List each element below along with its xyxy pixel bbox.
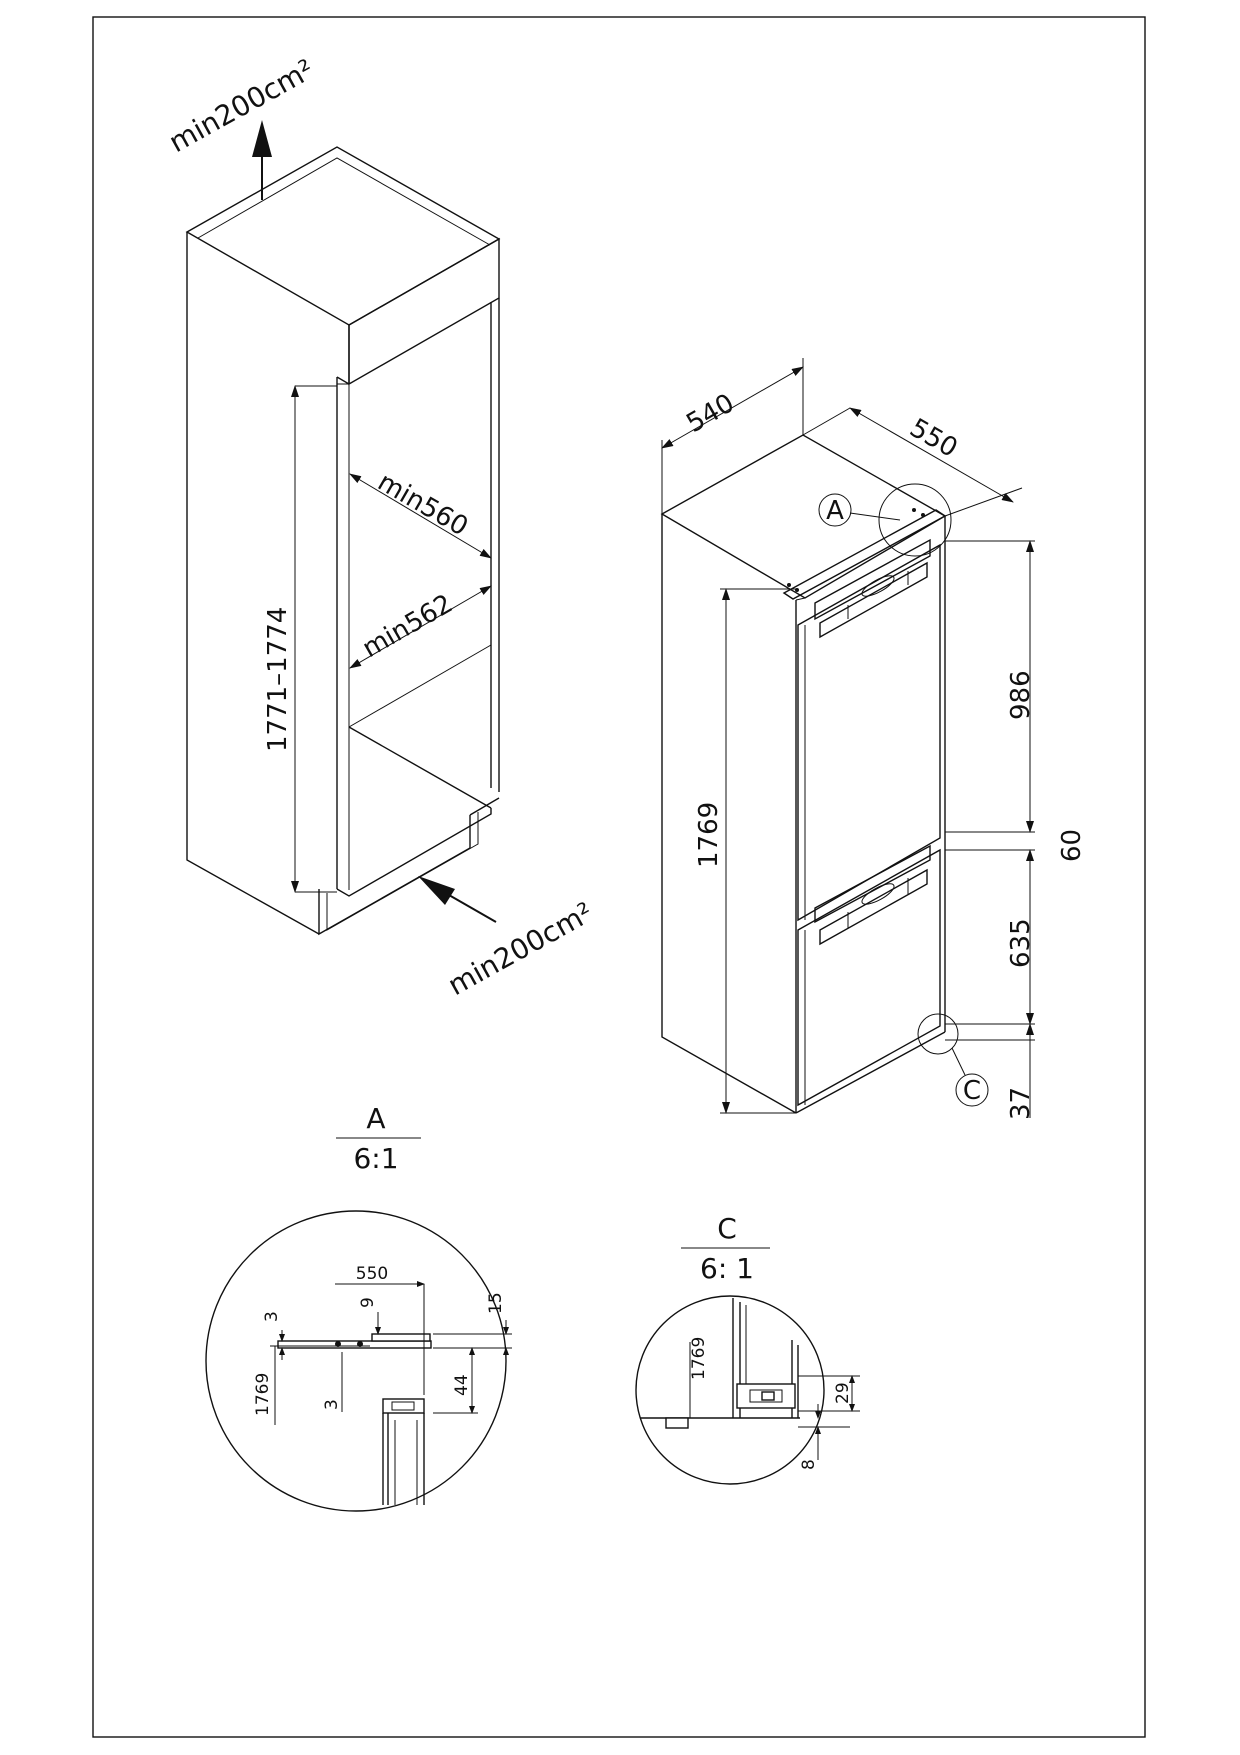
detail-a-scale: 6:1 [353, 1142, 398, 1175]
detail-a-title: A [366, 1102, 385, 1135]
niche-cabinet [185, 146, 501, 936]
appliance-width-dimension [802, 407, 1023, 517]
detail-c-8: 8 [799, 1459, 819, 1470]
upper-hinge-label: 986 [1006, 670, 1036, 720]
right-dimension-chain [945, 540, 1035, 1118]
vent-top-arrow [252, 120, 272, 200]
callout-c-circle [917, 1013, 959, 1055]
detail-a-15: 15 [486, 1292, 506, 1314]
bottom-label: 37 [1006, 1087, 1036, 1120]
appliance-height-dimension [720, 588, 796, 1114]
detail-a-view [205, 1210, 512, 1512]
detail-a-44: 44 [452, 1374, 472, 1396]
niche-height-label: 1771–1774 [263, 607, 293, 752]
niche-height-dimension [291, 385, 337, 893]
detail-a-1769: 1769 [253, 1373, 273, 1416]
detail-c-29: 29 [833, 1382, 853, 1404]
gap-label: 60 [1057, 829, 1087, 862]
vent-bottom-label: min200cm² [442, 896, 598, 1003]
niche-depth-dimension [349, 473, 492, 559]
callout-a-bubble [818, 493, 852, 527]
niche-width-label: min562 [358, 589, 458, 664]
detail-a-9: 9 [358, 1297, 378, 1308]
detail-a-3-bottom: 3 [322, 1399, 342, 1410]
vent-top-label: min200cm² [163, 53, 319, 160]
vent-bottom-arrow [418, 876, 497, 923]
appliance-body [660, 434, 947, 1114]
callout-a-label: A [826, 496, 844, 526]
lower-hinge-label: 635 [1006, 918, 1036, 968]
detail-c-title: C [717, 1212, 737, 1245]
appliance-height-label: 1769 [694, 802, 724, 868]
detail-a-550: 550 [356, 1264, 388, 1284]
callout-a-circle [878, 483, 952, 557]
callout-c-bubble [955, 1073, 989, 1107]
appliance-depth-dimension [661, 358, 804, 514]
detail-c-view [635, 1295, 860, 1485]
detail-a-3-top: 3 [262, 1311, 282, 1322]
detail-c-1769: 1769 [689, 1337, 709, 1380]
detail-c-scale: 6: 1 [700, 1252, 754, 1285]
callout-c-label: C [963, 1076, 981, 1106]
niche-depth-label: min560 [373, 467, 473, 542]
niche-width-dimension [349, 585, 492, 669]
page-frame [92, 16, 1146, 1738]
